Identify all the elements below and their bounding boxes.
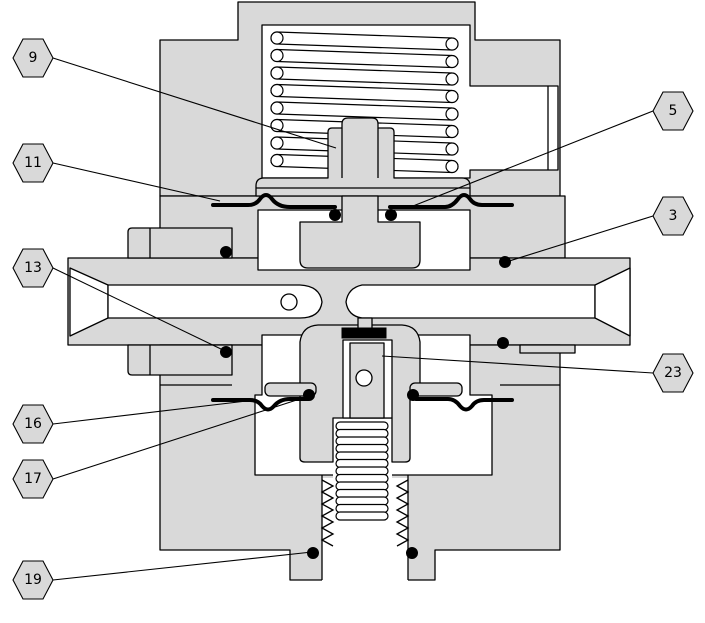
upper-spring-wire-section: [445, 142, 459, 156]
lower-spring-coil: [335, 443, 389, 454]
lower-spring-coil: [335, 428, 389, 439]
upper-spring-wire-section: [445, 37, 459, 51]
lower-spring-coil: [335, 436, 389, 446]
callout-13: 13: [12, 248, 54, 288]
valve-seat: [341, 327, 387, 339]
piston: [299, 195, 421, 269]
callout-17: 17: [12, 459, 54, 499]
upper-spring-wire-section: [270, 136, 284, 150]
lower-diaphragm-right: [414, 397, 514, 412]
callout-label: 23: [664, 365, 682, 381]
spring-seat: [255, 117, 471, 197]
upper-spring-wire-section: [445, 124, 459, 139]
leader-lines: [52, 57, 654, 581]
callout-hexagon: [652, 91, 694, 131]
callout-label: 13: [24, 260, 42, 276]
upper-spring: [270, 31, 459, 174]
left-nut-lower: [127, 344, 233, 376]
outlet-bore: [345, 284, 596, 319]
o-ring: [497, 337, 509, 349]
lower-spring-coil: [335, 458, 389, 469]
upper-spring-wire-section: [445, 107, 459, 121]
callout-hexagon: [12, 248, 54, 288]
o-rings: [220, 209, 511, 559]
upper-spring-wire-section: [270, 31, 284, 45]
callout-label: 19: [24, 572, 42, 588]
callout-hexagon: [12, 459, 54, 499]
callout-hexagon: [652, 196, 694, 236]
o-ring: [220, 246, 232, 258]
leader-line-16: [52, 399, 256, 425]
leader-line-9: [52, 57, 337, 149]
upper-spring-wire-section: [445, 72, 459, 86]
upper-spring-wire-section: [445, 159, 459, 174]
o-ring: [329, 209, 341, 221]
lower-spring-coil: [335, 488, 389, 499]
outlet-cone: [594, 267, 631, 337]
o-ring: [307, 547, 319, 559]
callout-label: 11: [24, 155, 42, 171]
lower-spring-coil: [335, 481, 389, 491]
cross-drill-hole: [280, 293, 298, 311]
o-ring: [385, 209, 397, 221]
lower-spring-coil: [335, 451, 389, 461]
upper-diaphragm-left: [211, 193, 337, 209]
callout-label: 16: [24, 416, 42, 432]
callout-label: 9: [29, 50, 38, 66]
callout-5: 5: [652, 91, 694, 131]
o-ring: [499, 256, 511, 268]
callout-label: 3: [669, 208, 678, 224]
leader-line-23: [381, 355, 654, 374]
upper-diaphragm-right: [388, 193, 514, 209]
leader-line-13: [52, 267, 224, 351]
upper-spring-wire-section: [270, 48, 284, 63]
callout-hexagon: [652, 353, 694, 393]
lower-spring-coil: [335, 496, 389, 506]
thread-left: [320, 479, 335, 547]
leader-line-5: [407, 110, 654, 209]
leader-line-11: [52, 162, 221, 202]
thread-right: [395, 479, 410, 547]
lower-diaphragm-plate-right: [409, 382, 463, 397]
callout-hexagon: [12, 560, 54, 600]
callout-16: 16: [12, 404, 54, 444]
lower-spring-coil: [335, 466, 389, 476]
lower-diaphragm-plate-left: [264, 382, 317, 397]
callout-11: 11: [12, 143, 54, 183]
callout-19: 19: [12, 560, 54, 600]
lower-spring-coil: [335, 503, 389, 514]
callout-label: 5: [669, 103, 678, 119]
callout-hexagon: [12, 404, 54, 444]
lower-spring: [335, 421, 389, 521]
lower-spring-coil: [335, 473, 389, 484]
upper-spring-wire-section: [445, 54, 459, 69]
upper-spring-wire-section: [270, 66, 284, 80]
valve-stem-nub: [357, 317, 373, 330]
upper-spring-wire-section: [270, 101, 284, 115]
callout-hexagon: [12, 38, 54, 78]
leader-line-3: [505, 215, 654, 263]
lower-spring-coil: [335, 511, 389, 521]
o-ring: [303, 389, 315, 401]
inlet-bore: [107, 284, 323, 319]
o-ring: [406, 547, 418, 559]
upper-spring-wire-section: [270, 153, 284, 168]
o-ring: [407, 389, 419, 401]
callout-hexagon: [12, 143, 54, 183]
right-shoulder: [519, 344, 576, 354]
poppet-hole: [355, 369, 373, 387]
callout-label: 17: [24, 471, 42, 487]
leader-line-17: [52, 396, 307, 480]
left-nut-upper: [127, 227, 233, 259]
o-ring: [220, 346, 232, 358]
lower-spring-coil: [335, 421, 389, 431]
upper-spring-wire-section: [270, 83, 284, 98]
callout-9: 9: [12, 38, 54, 78]
callout-23: 23: [652, 353, 694, 393]
callout-3: 3: [652, 196, 694, 236]
leader-line-19: [52, 551, 313, 581]
upper-spring-wire-section: [445, 89, 459, 104]
